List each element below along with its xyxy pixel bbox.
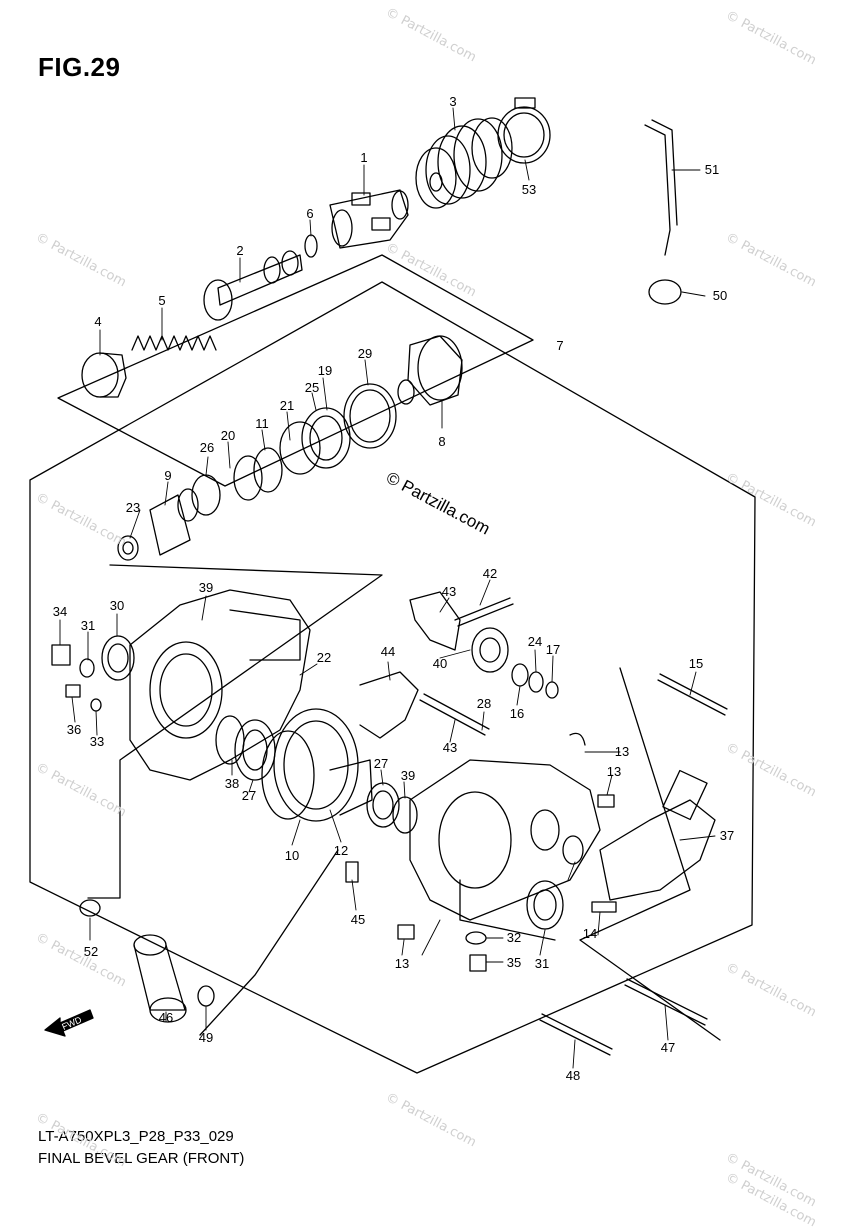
- callout-13: 13: [607, 764, 621, 779]
- callout-30: 30: [110, 598, 124, 613]
- forward-arrow-icon: [44, 1009, 94, 1037]
- propeller-shaft-part: [203, 250, 303, 321]
- callout-1: 1: [360, 150, 367, 165]
- callout-3: 3: [449, 94, 456, 109]
- callout-27: 27: [374, 756, 388, 771]
- snap-ring-part: [304, 234, 318, 258]
- universal-joint-part: [329, 189, 409, 249]
- callout-5: 5: [158, 293, 165, 308]
- callout-27: 27: [242, 788, 256, 803]
- callout-16: 16: [510, 706, 524, 721]
- callout-46: 46: [159, 1010, 173, 1025]
- callout-14: 14: [583, 926, 597, 941]
- actuator-part: [599, 769, 716, 901]
- callout-23: 23: [126, 500, 140, 515]
- gear-case-part: [129, 589, 311, 781]
- callout-53: 53: [522, 182, 536, 197]
- figure-title: FIG.29: [38, 52, 121, 82]
- callout-35: 35: [507, 955, 521, 970]
- callout-39: 39: [199, 580, 213, 595]
- callout-50: 50: [713, 288, 727, 303]
- callout-13: 13: [395, 956, 409, 971]
- model-code: LT-A750XPL3_P28_P33_029: [38, 1128, 234, 1145]
- callout-22: 22: [317, 650, 331, 665]
- callout-26: 26: [200, 440, 214, 455]
- callout-6: 6: [306, 206, 313, 221]
- callout-20: 20: [221, 428, 235, 443]
- callout-9: 9: [164, 468, 171, 483]
- o-ring-part: [343, 383, 397, 449]
- callout-4: 4: [94, 314, 101, 329]
- callout-34: 34: [53, 604, 67, 619]
- callout-31: 31: [81, 618, 95, 633]
- callout-11: 11: [255, 416, 269, 431]
- callout-48: 48: [566, 1068, 580, 1083]
- callout-44: 44: [381, 644, 395, 659]
- bearing-26-part: [177, 474, 221, 522]
- callout-49: 49: [199, 1030, 213, 1045]
- callout-43: 43: [442, 584, 456, 599]
- collar-part: [233, 447, 283, 501]
- clamp-part: [497, 97, 551, 164]
- cap-part: [81, 352, 127, 398]
- callout-29: 29: [358, 346, 372, 361]
- callout-33: 33: [90, 734, 104, 749]
- bearing-part: [279, 407, 351, 475]
- callout-31: 31: [535, 956, 549, 971]
- pinion-housing-part: [397, 335, 463, 406]
- callout-2: 2: [236, 243, 243, 258]
- callout-47: 47: [661, 1040, 675, 1055]
- gear-case-cover-part: [409, 759, 601, 921]
- callout-42: 42: [483, 566, 497, 581]
- callout-12: 12: [334, 843, 348, 858]
- callout-21: 21: [280, 398, 294, 413]
- callout-17: 17: [546, 642, 560, 657]
- callout-13: 13: [615, 744, 629, 759]
- forward-arrow-label: FWD: [60, 1014, 83, 1032]
- spring-part: [131, 335, 217, 351]
- callout-36: 36: [67, 722, 81, 737]
- callout-10: 10: [285, 848, 299, 863]
- callout-51: 51: [705, 162, 719, 177]
- shaft-group-frame: [57, 254, 534, 487]
- callout-38: 38: [225, 776, 239, 791]
- pinion-gear-part: [117, 494, 191, 561]
- callout-8: 8: [438, 434, 445, 449]
- boot-part: [415, 117, 513, 209]
- callout-19: 19: [318, 363, 332, 378]
- figure-name: FINAL BEVEL GEAR (FRONT): [38, 1150, 245, 1167]
- callout-25: 25: [305, 380, 319, 395]
- callout-39: 39: [401, 768, 415, 783]
- callout-32: 32: [507, 930, 521, 945]
- callout-43: 43: [443, 740, 457, 755]
- callout-52: 52: [84, 944, 98, 959]
- axle-boot-part: [133, 934, 187, 1023]
- callout-24: 24: [528, 634, 542, 649]
- callout-15: 15: [689, 656, 703, 671]
- differential-part: [261, 708, 373, 822]
- main-assembly-frame: [29, 281, 756, 1074]
- shift-cam-part: [471, 627, 509, 673]
- gear-group-frame: [87, 564, 383, 899]
- callout-37: 37: [720, 828, 734, 843]
- callout-7: 7: [556, 338, 563, 353]
- exploded-parts-diagram: 1234567891011121313131415161719202122232…: [29, 94, 756, 1083]
- callout-40: 40: [433, 656, 447, 671]
- callout-28: 28: [477, 696, 491, 711]
- callout-45: 45: [351, 912, 365, 927]
